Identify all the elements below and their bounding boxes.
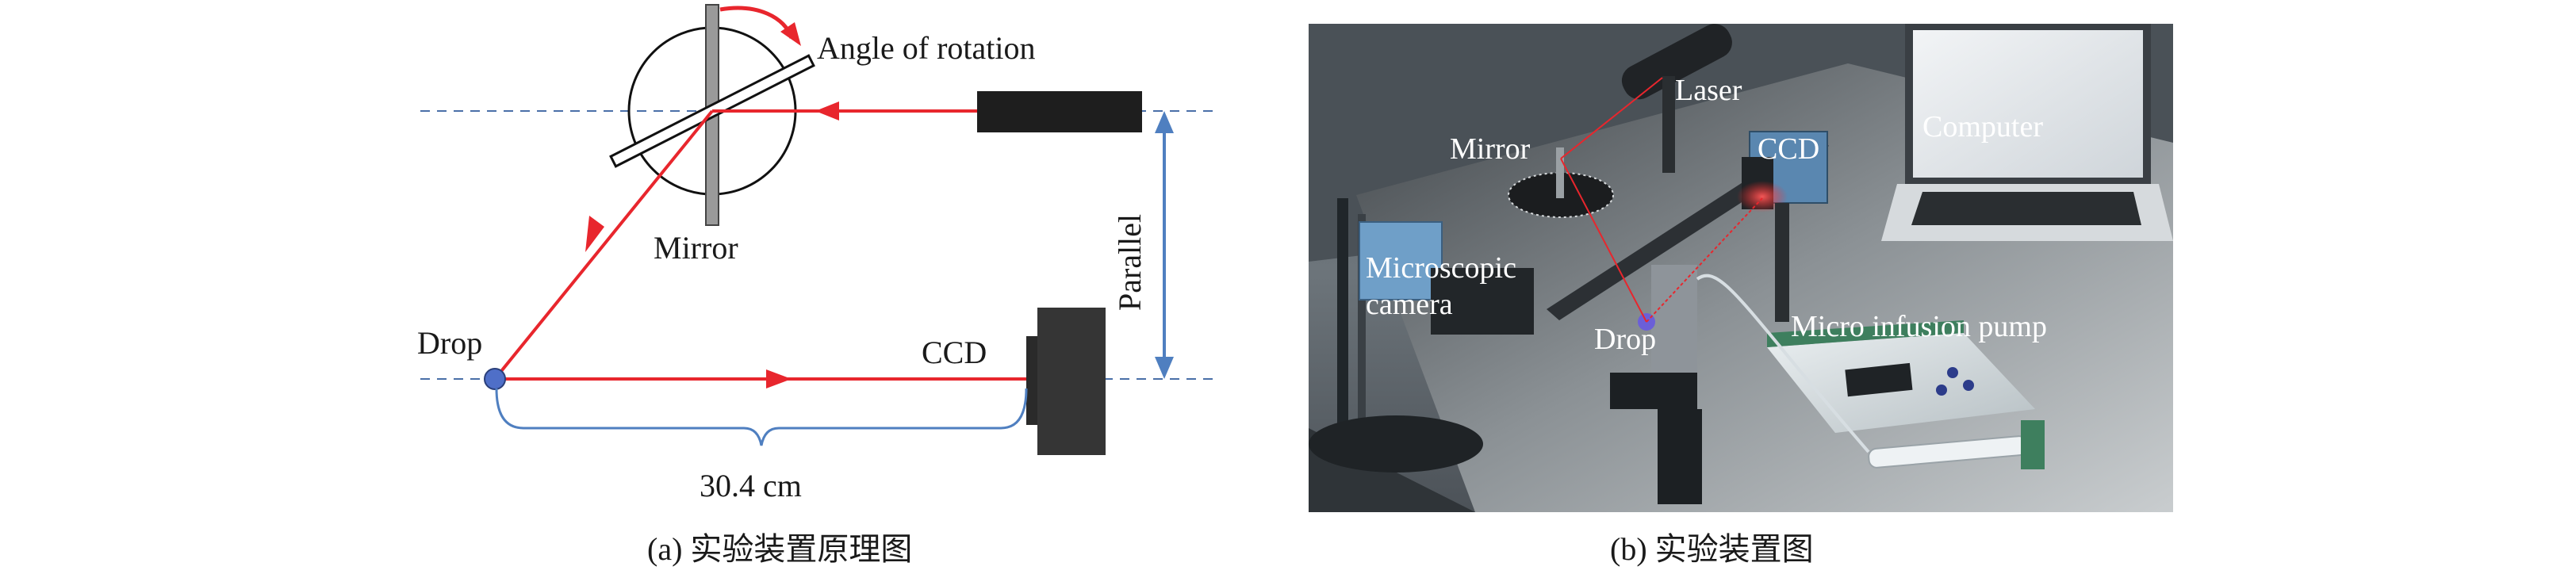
photo-drop-label: Drop [1594,323,1656,356]
photo-beam-laser-to-mirror [1560,77,1663,159]
rotation-arrowhead-icon [780,22,801,46]
distance-label: 30.4 cm [700,468,802,503]
rotation-arrow [719,6,794,39]
stand-rod [1337,198,1348,436]
photo-beam-mirror-to-drop [1560,158,1647,323]
laptop-keys [1911,192,2141,225]
panel-a-caption: (a) 实验装置原理图 [647,531,912,567]
photo-computer-label: Computer [1922,110,2043,144]
photo-microscopic-label-line1: Microscopic [1366,251,1516,285]
panel-b-caption: (b) 实验装置图 [1610,531,1814,567]
panel-b-photo: Laser Computer Mirror CCD Microscopic ca… [1309,24,2173,567]
sample-stage-base [1610,373,1697,409]
stand-rod [1358,214,1366,436]
drop-dot [484,368,506,390]
ccd-post [1775,203,1789,322]
ccd-label: CCD [922,335,987,370]
microscopic-camera-body [1359,221,1443,300]
angle-of-rotation-label: Angle of rotation [817,30,1036,66]
mirror-label: Mirror [654,230,738,266]
microscopic-camera-lens [1431,268,1534,335]
sample-stage-pillar [1658,409,1702,504]
distance-brace [495,388,1028,446]
beam-mirror-to-drop [493,109,714,381]
photo-micro-infusion-pump-label: Micro infusion pump [1791,310,2047,343]
photo-ccd-label: CCD [1758,132,1819,166]
parallel-label: Parallel [1112,214,1148,311]
parallel-arrowhead-up-icon [1155,111,1174,133]
beam-arrowhead-icon [585,216,604,252]
panel-a-schematic: Angle of rotation Mirror Drop CCD Parall… [417,4,1217,567]
ccd-body [1037,308,1106,455]
photo-beam-drop-to-ccd [1646,197,1763,323]
pump-top-edge [1767,320,1964,347]
laser-post [1662,76,1675,173]
photo-laser-label: Laser [1675,74,1742,107]
pump-display [1845,362,1913,397]
pump-button [1936,385,1947,396]
photo-microscopic-label-line2: camera [1366,288,1453,321]
sample-stage-top [1651,265,1697,384]
pump-syringe-holder [2021,420,2045,469]
laser-tube [1621,24,1732,100]
pump-button [1947,367,1958,378]
laptop-display [1913,30,2143,178]
pump-button [1963,380,1974,391]
parallel-arrowhead-down-icon [1155,357,1174,379]
drop-label: Drop [417,325,482,361]
beam-arrowhead-icon [815,101,839,121]
stand-base [1309,415,1483,473]
pump-tube [1696,274,1870,453]
beam-arrowhead-icon [766,369,792,388]
laser-block [977,91,1142,132]
mirror-post-photo [1556,147,1564,198]
photo-mirror-label: Mirror [1450,132,1531,166]
